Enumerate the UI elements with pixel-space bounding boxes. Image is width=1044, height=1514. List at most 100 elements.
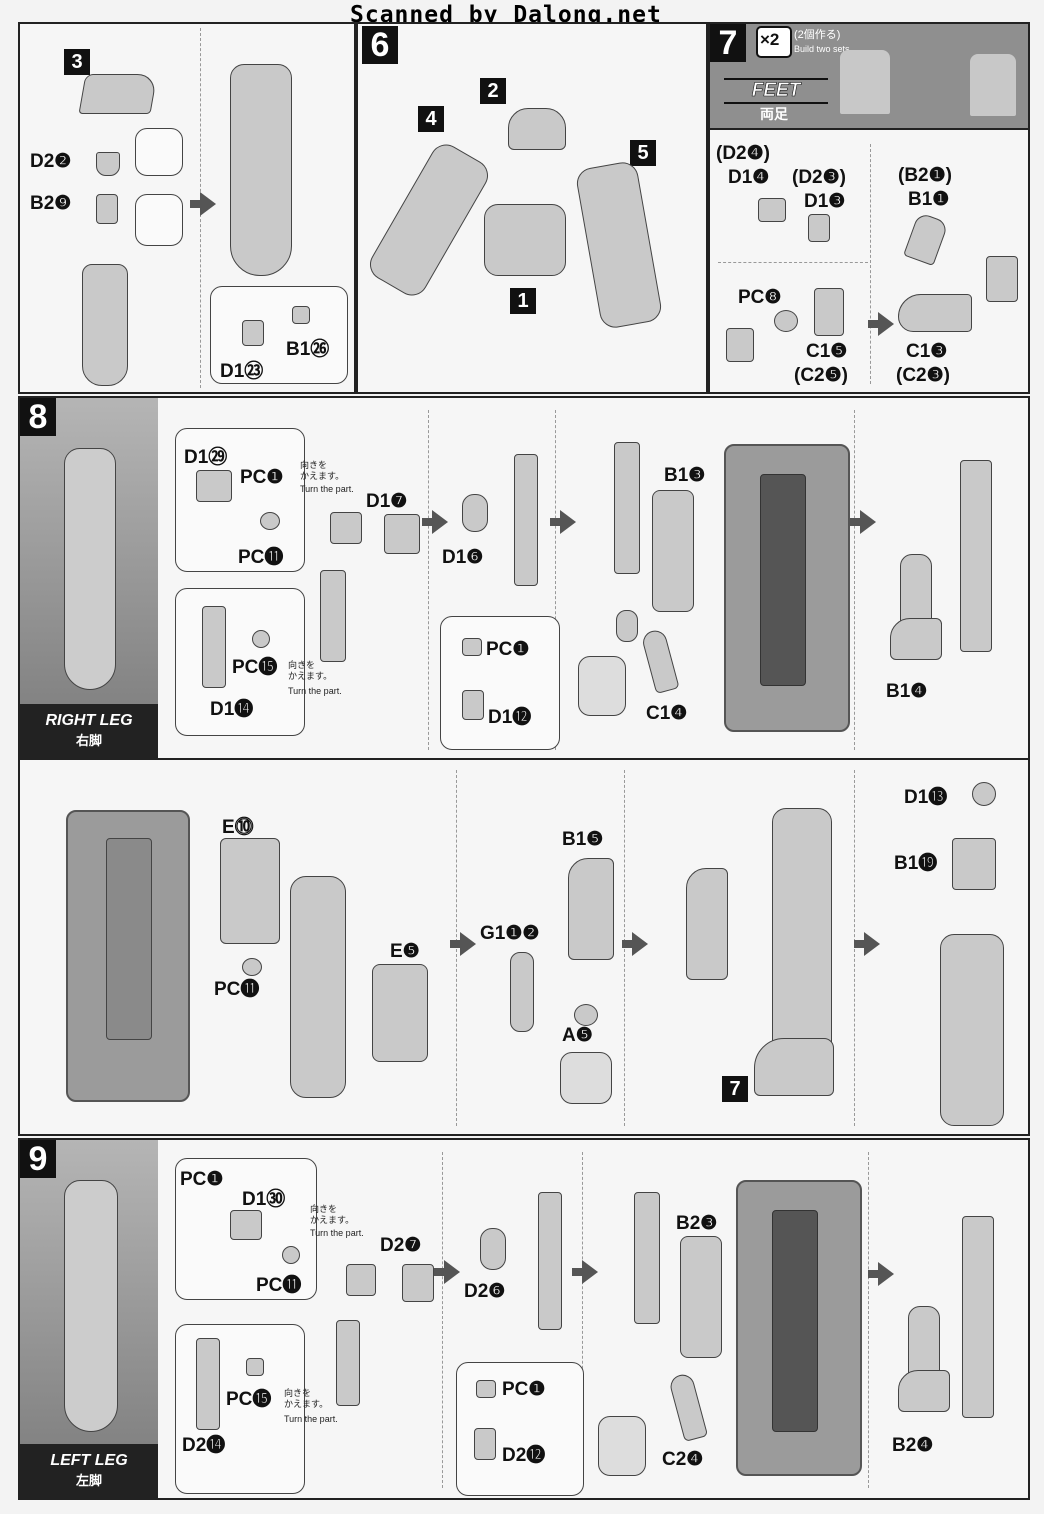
label-d1-4: D1❹	[728, 167, 770, 188]
divider	[624, 770, 625, 1126]
label-c2-5: (C2❺)	[794, 365, 848, 386]
foot-preview	[840, 50, 890, 114]
label-d2-12: D2⓬	[502, 1445, 546, 1466]
knee-cover	[462, 494, 488, 532]
detail-callout	[135, 128, 183, 176]
build-two-badge: ×2	[756, 26, 792, 58]
label-d1-7: D1❼	[366, 491, 408, 512]
leg-inner-frame	[652, 490, 694, 612]
label-d1-12: D1⓬	[488, 707, 532, 728]
poly-cap	[252, 630, 270, 648]
poly-cap	[260, 512, 280, 530]
ankle-joint	[462, 690, 484, 720]
label-pc11b: PC⓫	[214, 979, 260, 1000]
label-pc-8: PC❽	[738, 287, 782, 308]
shin-frame	[514, 454, 538, 586]
label-d2-7: D2❼	[380, 1235, 422, 1256]
d1-part	[196, 470, 232, 502]
step-9-panel: 9 LEFT LEG 左脚 PC❶ D1㉚ PC⓫ 向きを かえます。 Turn…	[18, 1138, 1030, 1500]
assembled-leg	[772, 808, 832, 1060]
left-leg-jp: 左脚	[75, 1473, 102, 1488]
label-pc11: PC⓫	[256, 1275, 302, 1296]
small-part	[242, 320, 264, 346]
label-pc15: PC⓯	[226, 1389, 272, 1410]
poly-cap	[476, 1380, 496, 1398]
build-two-en: Build two sets.	[794, 44, 853, 54]
knee-part	[402, 1264, 434, 1302]
leg-inner-frame	[680, 1236, 722, 1358]
part-3-tag: 2	[480, 78, 506, 104]
knee-cover	[480, 1228, 506, 1270]
label-pc1b: PC❶	[486, 639, 530, 660]
d1-part	[230, 1210, 262, 1240]
label-b1-5: B1❺	[562, 829, 604, 850]
label-e10: E⓾	[222, 817, 254, 838]
turn-en: Turn the part.	[288, 686, 342, 696]
foot-assembly	[754, 1038, 834, 1096]
calf-armor	[372, 964, 428, 1062]
knee-part	[330, 512, 362, 544]
waist-part	[484, 204, 566, 276]
label-c1-3: C1❸	[906, 341, 948, 362]
left-leg-caption: LEFT LEG 左脚	[20, 1444, 158, 1498]
label-d2-4: (D2❹)	[716, 143, 770, 164]
poly-cap	[246, 1358, 264, 1376]
right-leg-title: RIGHT LEG	[45, 712, 133, 729]
ankle-ball	[616, 610, 638, 642]
knee-part	[346, 1264, 376, 1296]
leg-frame-part	[82, 264, 128, 386]
label-d2-6: D2❻	[464, 1281, 506, 1302]
detail-callout	[578, 656, 626, 716]
label-d1-23: D1㉓	[220, 361, 264, 382]
label-c1-5: C1❺	[806, 341, 848, 362]
label-b1-3: B1❸	[664, 465, 706, 486]
divider	[854, 410, 855, 750]
small-part	[292, 306, 310, 324]
sub-assembly-box	[440, 616, 560, 750]
turn-en: Turn the part.	[310, 1228, 364, 1238]
ankle-guard	[640, 627, 680, 695]
step-8-number: 8	[20, 398, 56, 436]
foot-cover	[890, 618, 942, 660]
label-b1-1: B1❶	[908, 189, 950, 210]
part-1-tag: 1	[510, 288, 536, 314]
step-7-panel: 7 ×2 (2個作る) Build two sets. FEET 両足 (D2❹…	[708, 22, 1030, 394]
shin-frame	[196, 1338, 220, 1430]
foot-preview	[970, 54, 1016, 116]
sub-assembly-box	[210, 286, 348, 384]
detail-callout	[560, 1052, 612, 1104]
shin-frame	[202, 606, 226, 688]
turn-jp: 向きを かえます。	[284, 1388, 329, 1409]
shield-part	[568, 858, 614, 960]
divider	[582, 1152, 583, 1488]
turn-jp: 向きを かえます。	[310, 1204, 355, 1225]
flow-arrow	[572, 1260, 598, 1284]
turn-en: Turn the part.	[284, 1414, 338, 1424]
shin-frame	[614, 442, 640, 574]
label-pc15: PC⓯	[232, 657, 278, 678]
head-part	[508, 108, 566, 150]
left-leg-preview	[64, 1180, 118, 1432]
flow-arrow	[450, 932, 476, 956]
foot-cover	[898, 1370, 950, 1412]
armor-part	[78, 74, 158, 114]
sub-assembly-box	[175, 1158, 317, 1300]
joint-part	[96, 194, 118, 224]
shin-frame	[336, 1320, 360, 1406]
label-b1-19: B1⓳	[894, 853, 938, 874]
leg-photo-part	[106, 838, 152, 1040]
label-d2-2: D2❷	[30, 151, 72, 172]
hip-ball	[972, 782, 996, 806]
label-b2-9: B2❾	[30, 193, 72, 214]
label-d1-6: D1❻	[442, 547, 484, 568]
divider	[868, 1152, 869, 1488]
flow-arrow	[622, 932, 648, 956]
label-e5: E❺	[390, 941, 420, 962]
shin-frame	[320, 570, 346, 662]
multiplier-text: ×2	[760, 30, 780, 49]
left-leg-title: LEFT LEG	[50, 1452, 128, 1469]
divider	[555, 410, 556, 750]
flow-arrow	[868, 312, 894, 336]
leg-frame	[290, 876, 346, 1098]
label-pc1: PC❶	[240, 467, 284, 488]
